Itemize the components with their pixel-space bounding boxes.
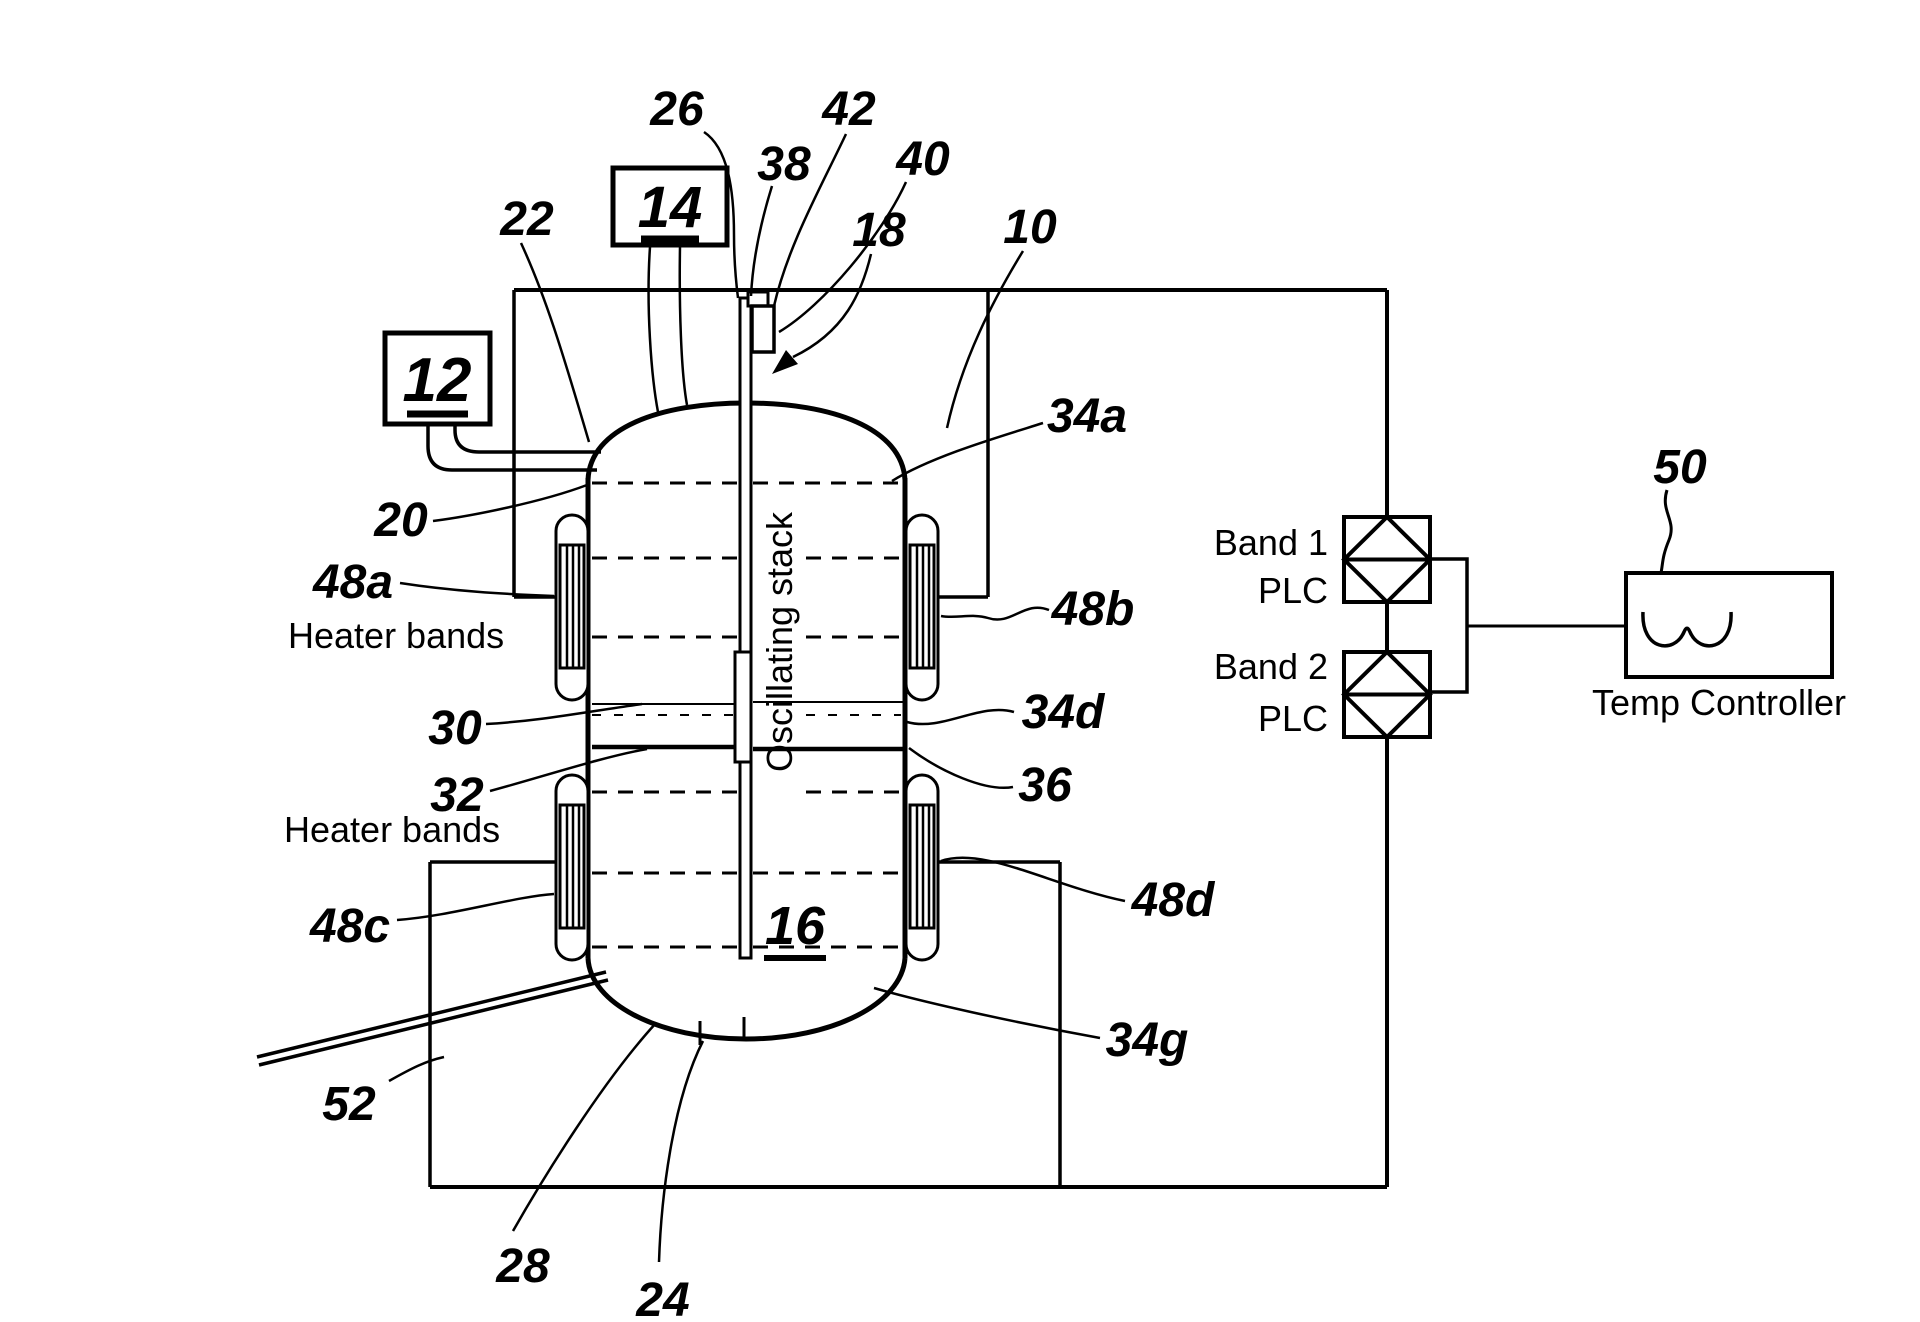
ref-label-22: 22 <box>499 193 554 246</box>
heater-band-48d <box>904 773 940 962</box>
heater-band-48c <box>554 773 590 962</box>
leader-48d <box>940 856 1126 903</box>
stack-rod-mid-segment <box>733 650 753 764</box>
plc-diamond <box>1341 649 1433 740</box>
leader-30 <box>485 702 643 726</box>
leader-26 <box>703 130 740 299</box>
ref-box-12: 12 <box>382 330 493 427</box>
temp-controller <box>1624 489 1834 679</box>
ref-label-36: 36 <box>1018 759 1072 812</box>
annotation-texts: Heater bands Heater bands Band 1 PLC Ban… <box>284 511 1846 850</box>
ref-label-50: 50 <box>1653 441 1707 494</box>
ref-label-38: 38 <box>757 138 811 191</box>
leader-34a <box>891 421 1044 483</box>
ref-label-34d: 34d <box>1022 686 1106 739</box>
drain-pipe-line-1 <box>256 970 607 1059</box>
leader-20 <box>432 483 588 523</box>
drain-pipe-line-2 <box>258 978 609 1067</box>
leader-22 <box>519 242 591 443</box>
leader-32 <box>489 747 648 793</box>
leader-24 <box>657 1040 705 1263</box>
ref-label-10: 10 <box>1003 201 1057 254</box>
ref-label-16: 16 <box>765 896 826 956</box>
ref-label-18: 18 <box>852 204 906 257</box>
band1-label: Band 1 <box>1214 522 1328 563</box>
leader-14a <box>647 246 660 413</box>
heater-band-48a <box>554 513 590 702</box>
ref-label-48c: 48c <box>309 900 390 953</box>
leader-48a <box>399 581 555 598</box>
leader-10 <box>945 250 1025 429</box>
temperature-zone-dashed-lines <box>592 481 901 949</box>
leader-38 <box>749 185 774 297</box>
leader-lines <box>388 130 1126 1263</box>
ref-label-40: 40 <box>895 133 950 186</box>
feed-pipe-inner <box>453 424 601 454</box>
plc-band1 <box>1341 514 1433 605</box>
plc-interconnect-wire <box>1430 557 1469 694</box>
ref-label-34g: 34g <box>1106 1014 1189 1067</box>
ref-label-14: 14 <box>638 175 703 240</box>
ref-label-48a: 48a <box>312 556 393 609</box>
ref-label-28: 28 <box>495 1240 550 1293</box>
leader-50 <box>1659 489 1673 574</box>
feed-pipe-12 <box>426 424 601 472</box>
vessel-bottom-dome <box>585 957 908 1042</box>
ref-label-30: 30 <box>428 702 482 755</box>
heater-band-48b <box>904 513 940 702</box>
melt-line-32 <box>592 744 903 752</box>
heater-band-coil-lines <box>565 545 581 668</box>
heater-bands-upper-label: Heater bands <box>288 615 504 656</box>
heater-band-coil-lines <box>565 805 581 928</box>
ref-label-34a: 34a <box>1047 390 1127 443</box>
leader-40 <box>778 181 908 334</box>
feed-pipe-outer <box>426 424 597 472</box>
ref-box-14: 14 <box>610 165 730 248</box>
plc-diamond <box>1341 514 1433 605</box>
stack-rod <box>733 290 776 960</box>
ref-label-26: 26 <box>649 83 704 136</box>
melt-line-30 <box>592 701 903 705</box>
ref-label-24: 24 <box>635 1274 689 1322</box>
temp-controller-label: Temp Controller <box>1592 682 1846 723</box>
ref-16: 16 <box>764 896 826 961</box>
ref-label-48d: 48d <box>1131 874 1216 927</box>
band2-label: Band 2 <box>1214 646 1328 687</box>
heater-band-coil-lines <box>915 805 931 928</box>
ref-label-52: 52 <box>322 1078 376 1131</box>
heater-bands-lower-label: Heater bands <box>284 809 500 850</box>
band2-plc-label: PLC <box>1258 698 1328 739</box>
plc-band2 <box>1341 649 1433 740</box>
thermocouple-icon <box>1641 611 1733 648</box>
leader-14b <box>678 246 689 406</box>
ref-box-frame <box>382 330 493 427</box>
drain-pipe-52 <box>256 970 609 1067</box>
ref-box-frame <box>610 165 730 248</box>
leader-36 <box>908 746 1014 790</box>
oscillating-stack-label: Oscillating stack <box>759 511 800 772</box>
ref-label-48b: 48b <box>1051 583 1135 636</box>
enclosure-outline <box>428 288 1389 1189</box>
leader-34d <box>906 708 1015 726</box>
leader-48b <box>940 606 1050 621</box>
ref-label-32: 32 <box>430 769 484 822</box>
ref-label-42: 42 <box>821 83 876 136</box>
leader-34g <box>873 986 1101 1040</box>
band1-plc-label: PLC <box>1258 570 1328 611</box>
bottom-outlet-ticks <box>698 1017 746 1045</box>
leader-52 <box>388 1055 445 1083</box>
heater-band-coil-lines <box>915 545 931 668</box>
leader-18 <box>792 253 873 359</box>
arrowhead-18 <box>772 350 798 374</box>
reference-numerals: 22 26 38 42 40 18 10 20 48a 30 32 48c 52… <box>309 83 1707 1322</box>
ref-label-12: 12 <box>403 346 472 415</box>
leader-28 <box>511 1022 657 1232</box>
leader-42 <box>772 133 848 307</box>
rod-chuck-40 <box>750 304 776 354</box>
control-wiring <box>1430 557 1626 694</box>
stack-rod-shaft <box>738 296 753 960</box>
ref-label-20: 20 <box>373 494 428 547</box>
leader-48c <box>396 892 555 922</box>
